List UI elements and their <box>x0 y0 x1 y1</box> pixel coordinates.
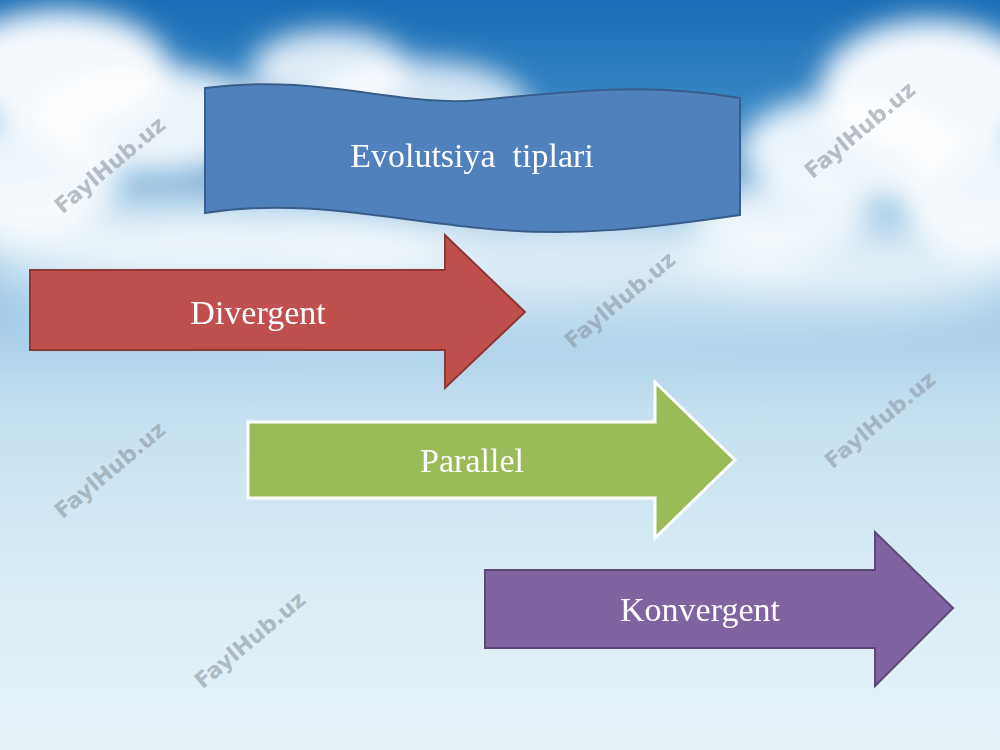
shape-path <box>30 235 525 388</box>
node-label: Divergent <box>190 294 325 331</box>
node-label: Parallel <box>420 442 524 479</box>
shape-path <box>205 84 740 232</box>
arrow-box: Konvergent <box>483 530 956 688</box>
arrow-box: Divergent <box>28 233 528 391</box>
shape-path <box>248 382 735 538</box>
watermark: FaylHub.uz <box>820 367 941 474</box>
watermark: FaylHub.uz <box>190 587 311 694</box>
node-label: Konvergent <box>620 591 780 628</box>
title-banner: Evolutsiya tiplari <box>200 78 745 238</box>
shape-path <box>485 532 953 686</box>
node-label: Evolutsiya tiplari <box>350 137 594 174</box>
arrow-box: Parallel <box>246 380 738 540</box>
watermark: FaylHub.uz <box>50 417 171 524</box>
